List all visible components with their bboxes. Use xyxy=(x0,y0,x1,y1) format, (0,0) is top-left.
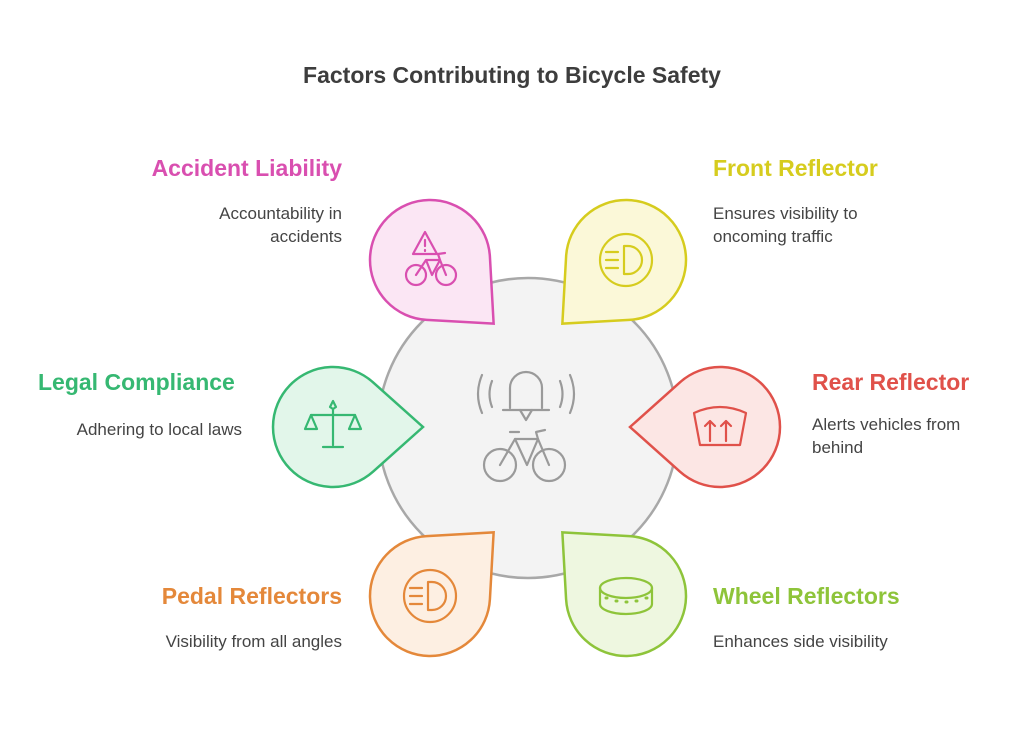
pin-shape xyxy=(271,365,425,489)
label-rear-reflector: Rear Reflector xyxy=(812,369,970,395)
desc-wheel-reflectors: Enhances side visibility xyxy=(713,630,888,653)
desc-line: Adhering to local laws xyxy=(76,420,242,439)
desc-line: accidents xyxy=(270,227,342,246)
label-wheel-reflectors: Wheel Reflectors xyxy=(713,583,900,609)
label-front-reflector: Front Reflector xyxy=(713,155,878,181)
desc-pedal-reflectors: Visibility from all angles xyxy=(166,630,342,653)
desc-accident-liability: Accountability in accidents xyxy=(219,202,342,248)
desc-line: Enhances side visibility xyxy=(713,632,888,651)
pin-pedal-reflectors xyxy=(368,531,495,658)
desc-line: Accountability in xyxy=(219,204,342,223)
desc-line: Alerts vehicles from xyxy=(812,415,961,434)
pin-shape xyxy=(368,531,495,658)
pin-wheel-reflectors xyxy=(561,531,688,658)
pin-accident-liability xyxy=(368,198,495,325)
desc-line: oncoming traffic xyxy=(713,227,833,246)
desc-rear-reflector: Alerts vehicles from behind xyxy=(812,413,960,459)
headlight-icon xyxy=(598,232,654,288)
label-accident-liability: Accident Liability xyxy=(151,155,342,181)
warning-bicycle-icon xyxy=(404,230,458,287)
diagram-title: Factors Contributing to Bicycle Safety xyxy=(303,62,721,88)
label-pedal-reflectors: Pedal Reflectors xyxy=(161,583,342,609)
rear-window-defrost-icon xyxy=(692,405,748,447)
desc-line: behind xyxy=(812,438,864,457)
desc-front-reflector: Ensures visibility to oncoming traffic xyxy=(713,202,858,248)
desc-line: Visibility from all angles xyxy=(165,632,342,651)
bell-icon xyxy=(476,370,576,422)
pin-shape xyxy=(561,531,688,658)
label-legal-compliance: Legal Compliance xyxy=(38,369,235,395)
bicycle-icon xyxy=(482,428,567,483)
pin-shape xyxy=(368,198,495,325)
pin-front-reflector xyxy=(561,198,688,325)
headlight-icon xyxy=(402,568,458,624)
wheel-band-icon xyxy=(598,576,654,616)
pin-rear-reflector xyxy=(628,365,782,489)
scales-icon xyxy=(303,399,363,449)
desc-line: Ensures visibility to xyxy=(713,204,858,223)
desc-legal-compliance: Adhering to local laws xyxy=(77,418,242,441)
pin-legal-compliance xyxy=(271,365,425,489)
